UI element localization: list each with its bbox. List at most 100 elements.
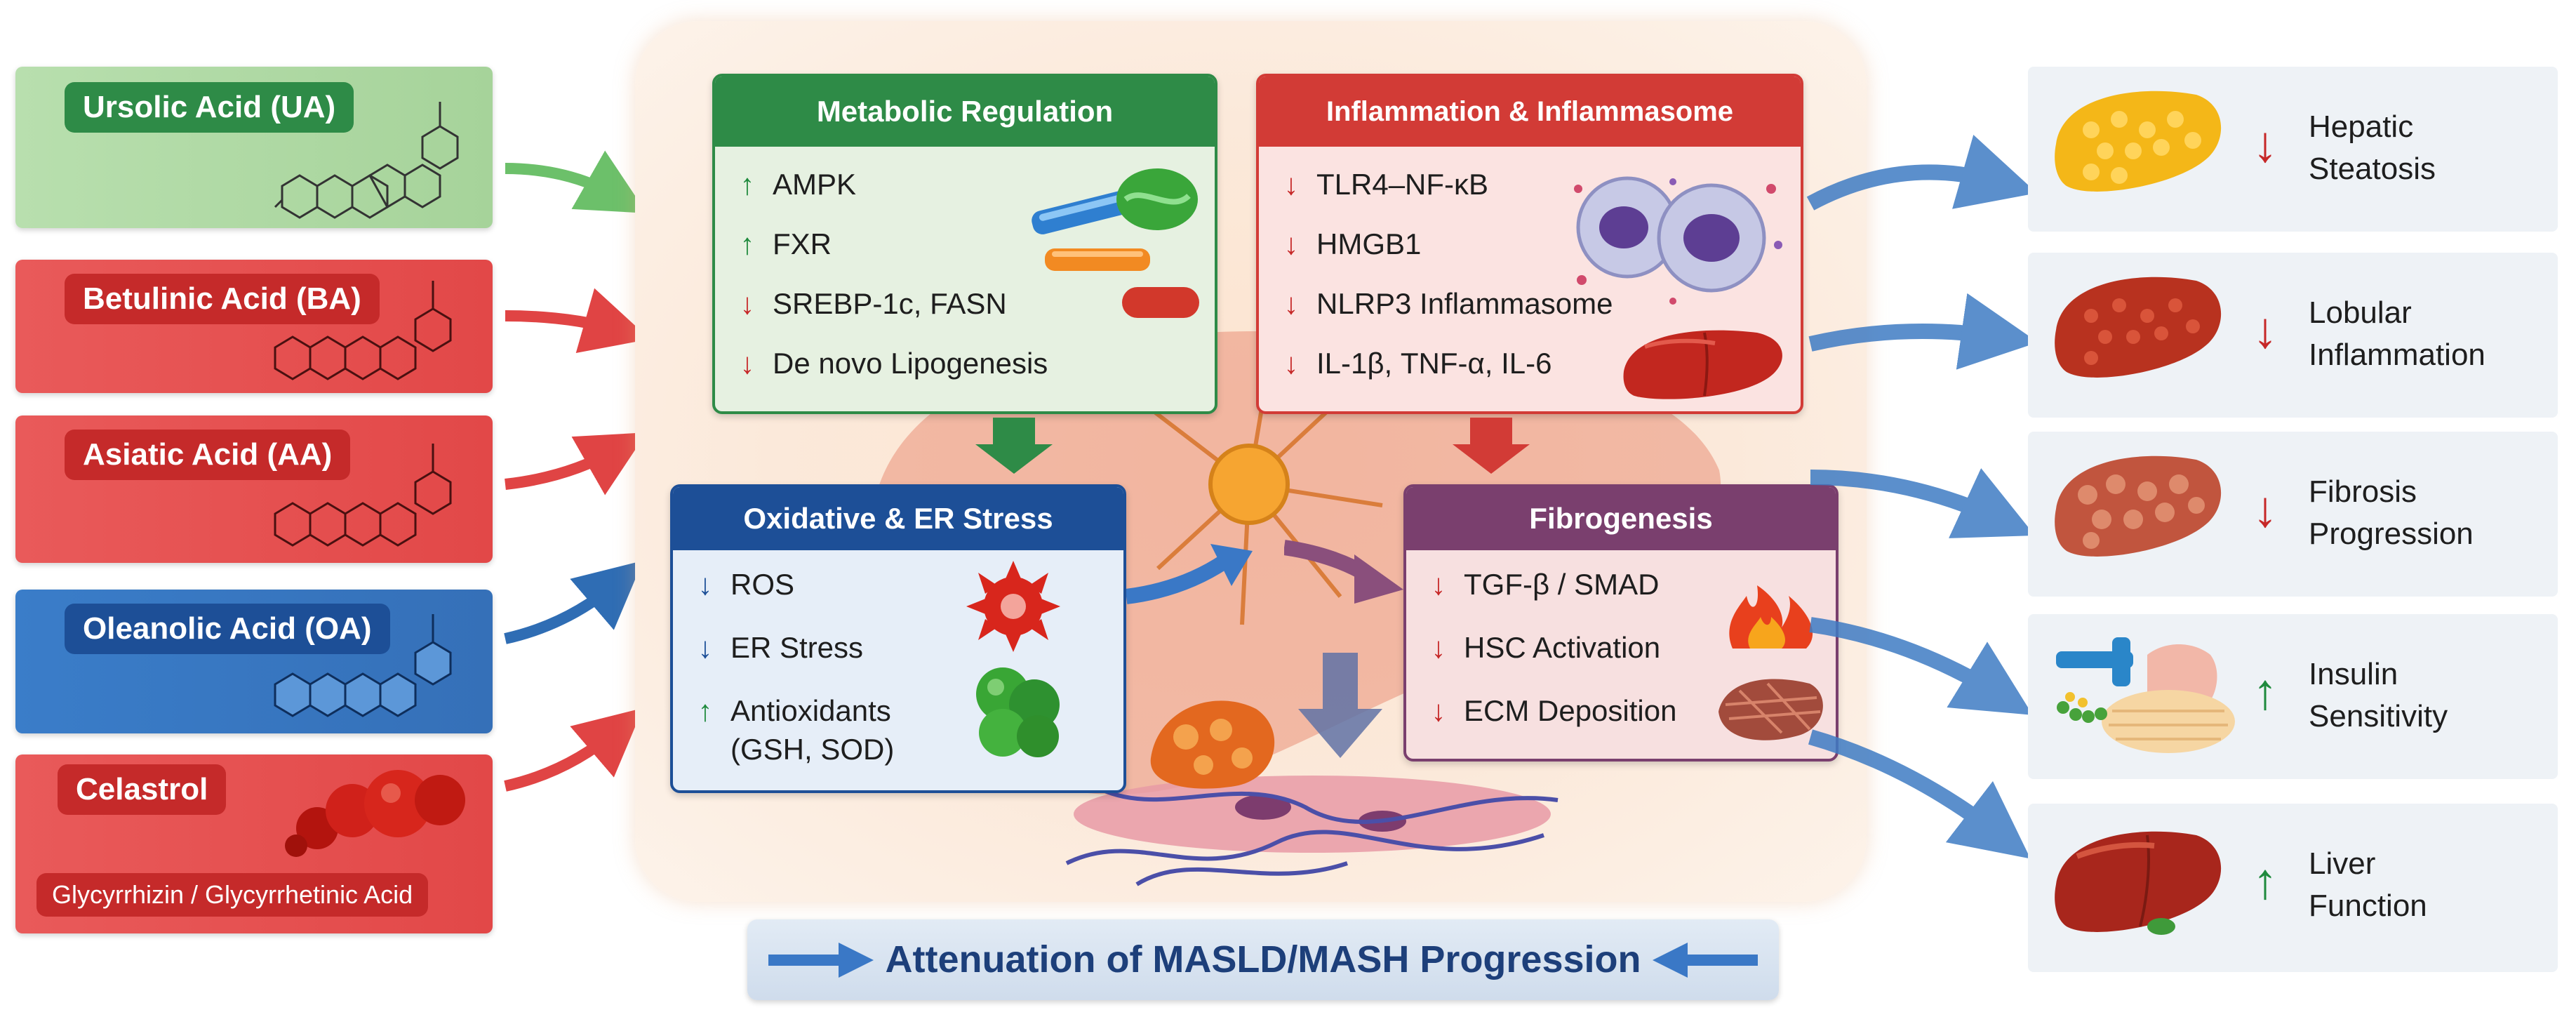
compound-input-arrows — [504, 150, 646, 792]
down-arrow-icon: ↓ — [2253, 302, 2278, 359]
fibrotic-liver-icon — [2055, 456, 2222, 557]
mechanism-item: ↑FXR — [735, 227, 832, 261]
panel-title: Oxidative & ER Stress — [673, 487, 1123, 550]
input-arrow — [504, 707, 643, 792]
mechanism-item: (GSH, SOD) — [730, 733, 895, 766]
up-arrow-icon: ↑ — [698, 694, 713, 727]
output-arrow — [1806, 135, 2035, 211]
flow-arrow-blue — [1126, 544, 1253, 604]
ecm-tissue-icon — [1719, 679, 1823, 740]
output-arrow — [1808, 729, 2031, 859]
mechanism-item: ↓NLRP3 Inflammasome — [1279, 287, 1613, 321]
mechanism-item: ↓TLR4–NF-κB — [1279, 168, 1489, 201]
mechanism-item: ↓SREBP-1c, FASN — [735, 287, 1007, 321]
ampk-protein-icon — [1032, 168, 1199, 318]
up-arrow-icon: ↑ — [2253, 664, 2278, 720]
flow-arrow-green-down — [975, 418, 1053, 474]
down-arrow-icon: ↓ — [1283, 287, 1299, 320]
compound-label: Ursolic Acid (UA) — [65, 82, 354, 133]
compound-sub-label: Glycyrrhizin / Glycyrrhetinic Acid — [36, 873, 429, 917]
compound-label: Asiatic Acid (AA) — [65, 430, 351, 480]
input-arrow — [504, 560, 643, 644]
inflammation-inflammasome-panel: Inflammation & Inflammasome ↓TLR4–NF-κB … — [1256, 74, 1803, 414]
lipid-tissue-icon — [1150, 700, 1275, 789]
flow-arrow-red-down — [1453, 418, 1530, 474]
mechanism-item: ↓IL-1β, TNF-α, IL-6 — [1279, 347, 1552, 380]
panel-title: Fibrogenesis — [1406, 487, 1836, 550]
output-arrow — [1810, 468, 2035, 538]
banner-right-arrow-icon — [1653, 943, 1758, 978]
output-arrow — [1809, 617, 2033, 715]
compound-panel-oleanolic-acid: Oleanolic Acid (OA) — [15, 590, 493, 733]
immune-cells-icon — [1574, 176, 1782, 305]
compound-label: Celastrol — [58, 764, 227, 815]
mechanism-item: ↓De novo Lipogenesis — [735, 347, 1048, 380]
compound-panel-betulinic-acid: Betulinic Acid (BA) — [15, 260, 493, 393]
up-arrow-icon: ↑ — [740, 227, 755, 260]
compound-panel-celastrol: Celastrol Glycyrrhizin / Glycyrrhetinic … — [15, 754, 493, 933]
hepatic-stellate-cell-icon — [1208, 444, 1290, 525]
metabolic-regulation-panel: Metabolic Regulation ↑AMPK ↑FXR ↓SREBP-1… — [712, 74, 1217, 414]
flow-arrow-blue-down — [1298, 653, 1382, 758]
molecule-structure-icon — [274, 614, 452, 717]
down-arrow-icon: ↓ — [740, 347, 755, 380]
mechanism-item: ↓ER Stress — [693, 631, 864, 665]
masld-mash-banner: Attenuation of MASLD/MASH Progression — [747, 919, 1779, 1000]
mechanism-item: ↓ECM Deposition — [1426, 694, 1677, 728]
down-arrow-icon: ↓ — [1283, 347, 1299, 380]
up-arrow-icon: ↑ — [740, 168, 755, 201]
fatty-liver-icon — [2055, 91, 2222, 192]
down-arrow-icon: ↓ — [1283, 227, 1299, 260]
up-arrow-icon: ↑ — [2253, 853, 2278, 910]
mechanism-item: ↓HMGB1 — [1279, 227, 1422, 261]
molecule-structure-icon — [274, 281, 452, 380]
molecule-structure-icon — [274, 102, 459, 219]
celastrol-molecule-icon — [285, 770, 465, 857]
mechanism-item: ↓TGF-β / SMAD — [1426, 568, 1660, 601]
flow-arrow-purple — [1284, 540, 1403, 604]
banner-text: Attenuation of MASLD/MASH Progression — [885, 938, 1641, 980]
banner-left-arrow-icon — [768, 943, 874, 978]
healthy-liver-icon — [2055, 831, 2222, 935]
molecule-structure-icon — [274, 444, 452, 547]
compound-label: Oleanolic Acid (OA) — [65, 604, 390, 654]
fibroblast-network-icon — [1065, 776, 1559, 886]
compound-label: Betulinic Acid (BA) — [65, 274, 380, 324]
fire-icon — [1729, 585, 1813, 649]
down-arrow-icon: ↓ — [1431, 694, 1446, 727]
down-arrow-icon: ↓ — [1283, 168, 1299, 201]
mechanism-item: ↑Antioxidants — [693, 694, 891, 728]
input-arrow — [505, 432, 646, 496]
mechanism-item: ↑AMPK — [735, 168, 857, 201]
down-arrow-icon: ↓ — [698, 568, 713, 601]
outcome-output-arrows — [1806, 135, 2035, 859]
compound-panel-ursolic-acid: Ursolic Acid (UA) — [15, 67, 493, 228]
inflamed-liver-icon — [1623, 330, 1782, 399]
output-arrow — [1808, 293, 2035, 370]
insulin-receptor-icon — [2056, 637, 2235, 753]
ros-molecule-icon — [966, 561, 1060, 652]
input-arrow — [505, 150, 646, 213]
down-arrow-icon: ↓ — [1431, 568, 1446, 601]
panel-title: Inflammation & Inflammasome — [1259, 77, 1801, 147]
fibrogenesis-panel: Fibrogenesis ↓TGF-β / SMAD ↓HSC Activati… — [1403, 484, 1838, 762]
mechanism-item: ↓HSC Activation — [1426, 631, 1661, 665]
inflamed-liver-icon — [2055, 277, 2222, 378]
antioxidant-molecule-icon — [976, 667, 1060, 757]
panel-title: Metabolic Regulation — [715, 77, 1215, 147]
down-arrow-icon: ↓ — [2253, 481, 2278, 538]
oxidative-er-stress-panel: Oxidative & ER Stress ↓ROS ↓ER Stress ↑A… — [670, 484, 1126, 793]
down-arrow-icon: ↓ — [740, 287, 755, 320]
mechanism-item: ↓ROS — [693, 568, 795, 601]
down-arrow-icon: ↓ — [2253, 117, 2278, 173]
